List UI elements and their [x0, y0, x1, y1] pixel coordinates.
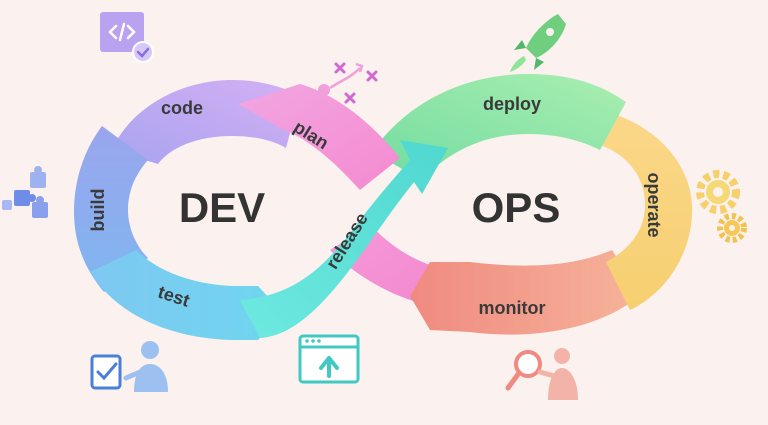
stage-label-monitor: monitor — [479, 298, 546, 318]
puzzle-icon — [2, 166, 48, 218]
plan-segment — [238, 84, 400, 190]
stage-label-code: code — [161, 98, 203, 118]
ops-label: OPS — [472, 184, 561, 231]
release-segment — [240, 140, 448, 338]
browser-upload-icon — [298, 334, 360, 384]
dev-label: DEV — [179, 184, 265, 231]
checklist-person-icon — [90, 341, 168, 392]
test-segment — [90, 250, 282, 340]
stage-label-deploy: deploy — [483, 94, 541, 114]
build-segment — [74, 126, 148, 292]
operate-segment — [590, 108, 693, 310]
plan-strategy-icon — [318, 62, 378, 104]
rocket-icon — [510, 14, 566, 72]
magnifier-person-icon — [505, 348, 578, 400]
code-window-check-icon — [100, 12, 154, 63]
stage-label-operate: operate — [644, 172, 664, 237]
stage-label-build: build — [88, 189, 108, 232]
monitor-segment — [410, 250, 640, 335]
gears-icon — [696, 170, 747, 243]
